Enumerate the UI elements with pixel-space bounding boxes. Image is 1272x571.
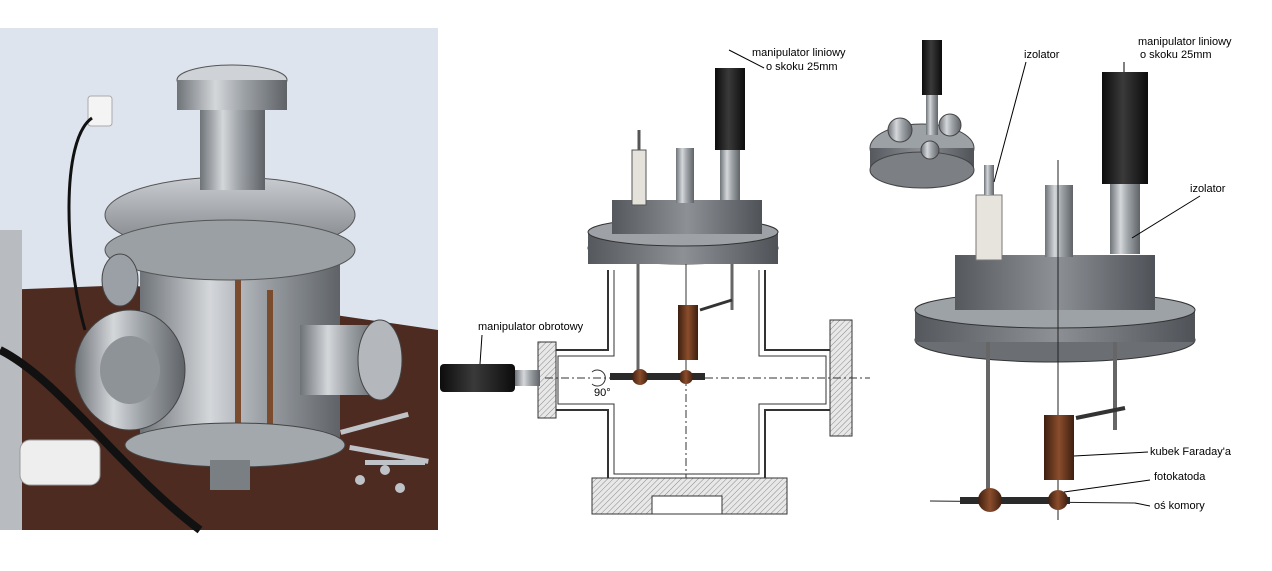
label-faraday-cup: kubek Faraday'a (1150, 446, 1232, 458)
photo-panel (0, 28, 438, 534)
holder-render-node-left (978, 488, 1002, 512)
linear-manipulator-render-shaft (1110, 184, 1140, 254)
rotary-manipulator-drawing (440, 364, 515, 392)
linear-manipulator-render (1102, 72, 1148, 184)
left-port (101, 253, 139, 307)
rotary-manipulator-coupling (515, 370, 540, 386)
render-panel: izolator manipulator liniowy o skoku 25m… (869, 36, 1232, 520)
top-flange-base (104, 219, 356, 281)
front-port-window (100, 336, 160, 404)
technical-drawing: manipulator liniowy o skoku 25mm 90° man… (440, 47, 870, 515)
small-port-1 (887, 117, 913, 143)
leader-insulator-right (1131, 195, 1201, 239)
holder-node-left (632, 369, 648, 385)
bottom-support (210, 460, 250, 490)
small-manipulator-shaft (926, 95, 938, 135)
holder-render (960, 497, 1070, 504)
holder-node-right (679, 370, 693, 384)
label-linear-manipulator-drawing-2: o skoku 25mm (766, 61, 838, 73)
photo-frame-left (0, 230, 22, 530)
big-ports-block (955, 255, 1155, 310)
leader-insulator-top (993, 61, 1027, 183)
leader-line-linear-drawing (728, 49, 765, 69)
label-linear-manipulator-render-1: manipulator liniowy (1138, 36, 1232, 48)
small-port-3 (920, 140, 940, 160)
faraday-cup-render (1044, 415, 1074, 480)
loose-bolts (340, 411, 429, 493)
label-angle: 90° (594, 387, 611, 399)
holder-render-node-right (1048, 490, 1068, 510)
label-chamber-axis: oś komory (1154, 500, 1205, 512)
middle-tube (676, 148, 694, 203)
ceramic-feedthrough (631, 149, 647, 206)
label-linear-manipulator-render-2: o skoku 25mm (1140, 49, 1212, 61)
leader-chamber-axis (1134, 502, 1151, 507)
faraday-cup-drawing (678, 305, 698, 360)
insulator-pin (984, 165, 994, 195)
faraday-arm (699, 298, 733, 312)
left-flange-section (537, 341, 557, 419)
label-insulator-top: izolator (1024, 49, 1060, 61)
small-manipulator (922, 40, 942, 95)
white-device (19, 439, 101, 486)
leader-photocathode (1063, 479, 1151, 493)
linear-manipulator-drawing (715, 68, 745, 150)
thick-cable (0, 346, 203, 534)
middle-tube-render (1045, 185, 1073, 257)
small-flange-bottom (869, 151, 975, 189)
small-port-2 (938, 113, 962, 137)
top-ports-block (612, 200, 762, 234)
faraday-arm-render (1075, 406, 1126, 420)
label-photocathode: fotokatoda (1154, 471, 1206, 483)
ceramic-insulator-render (975, 194, 1003, 261)
label-rotary-manipulator: manipulator obrotowy (478, 321, 584, 333)
leader-faraday (1073, 451, 1149, 457)
rotation-arrow-icon (591, 369, 606, 387)
linear-manipulator-shaft (720, 150, 740, 200)
bottom-window (651, 495, 723, 515)
chamber-section-inner (557, 270, 827, 475)
right-port-flange (357, 319, 403, 401)
label-insulator-right: izolator (1190, 183, 1226, 195)
power-socket-icon (87, 95, 113, 127)
power-cable (67, 116, 93, 331)
top-tube (200, 110, 265, 190)
leader-line-rotary (479, 334, 483, 365)
label-linear-manipulator-drawing-1: manipulator liniowy (752, 47, 846, 59)
sample-holder-drawing (610, 373, 705, 380)
top-cap-side (177, 80, 287, 110)
